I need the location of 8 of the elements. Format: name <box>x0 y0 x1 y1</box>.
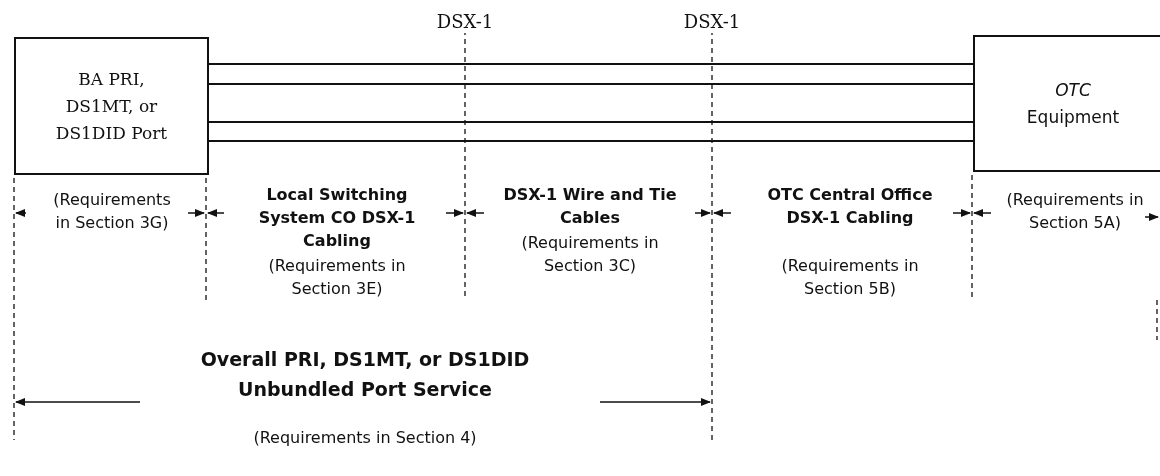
box-label: OTC Equipment <box>1025 78 1121 129</box>
equipment-box <box>973 35 1160 172</box>
cable-line <box>208 83 974 85</box>
cable-line <box>208 140 974 142</box>
cable-line <box>208 63 974 65</box>
cable-line <box>208 121 974 123</box>
equipment-box <box>14 37 209 175</box>
box-label: BA PRI, DS1MT, or DS1DID Port <box>54 67 169 145</box>
